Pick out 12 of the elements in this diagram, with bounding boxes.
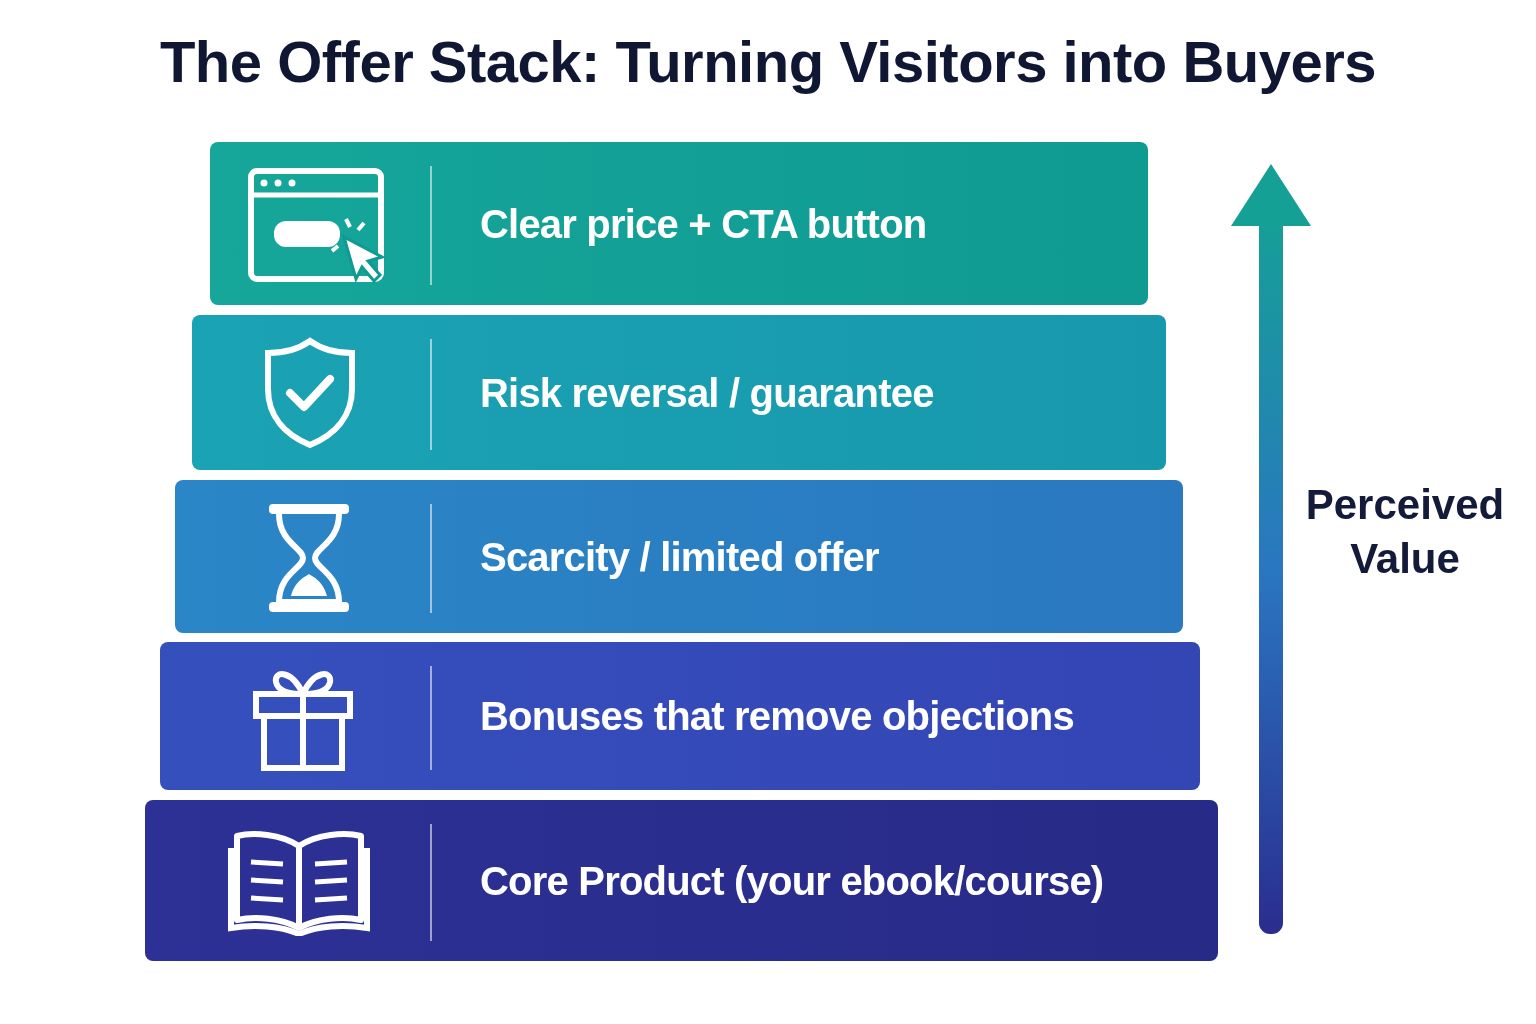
stack-layer-band — [145, 800, 1218, 961]
layer-text: Scarcity / limited offer — [480, 533, 879, 581]
stack-layer-band — [160, 642, 1200, 790]
layer-text: Bonuses that remove objections — [480, 693, 1074, 740]
axis-label: Perceived Value — [1304, 480, 1506, 584]
layer-text: Clear price + CTA button — [480, 200, 927, 248]
stack-layer-band — [175, 480, 1183, 633]
title: The Offer Stack: Turning Visitors into Buyers — [158, 28, 1378, 95]
layer-text: Core Product (your ebook/course) — [480, 857, 1104, 905]
layer-text: Risk reversal / guarantee — [480, 369, 934, 417]
stack-layer-band — [210, 142, 1148, 305]
stack-layer-band — [192, 315, 1166, 470]
